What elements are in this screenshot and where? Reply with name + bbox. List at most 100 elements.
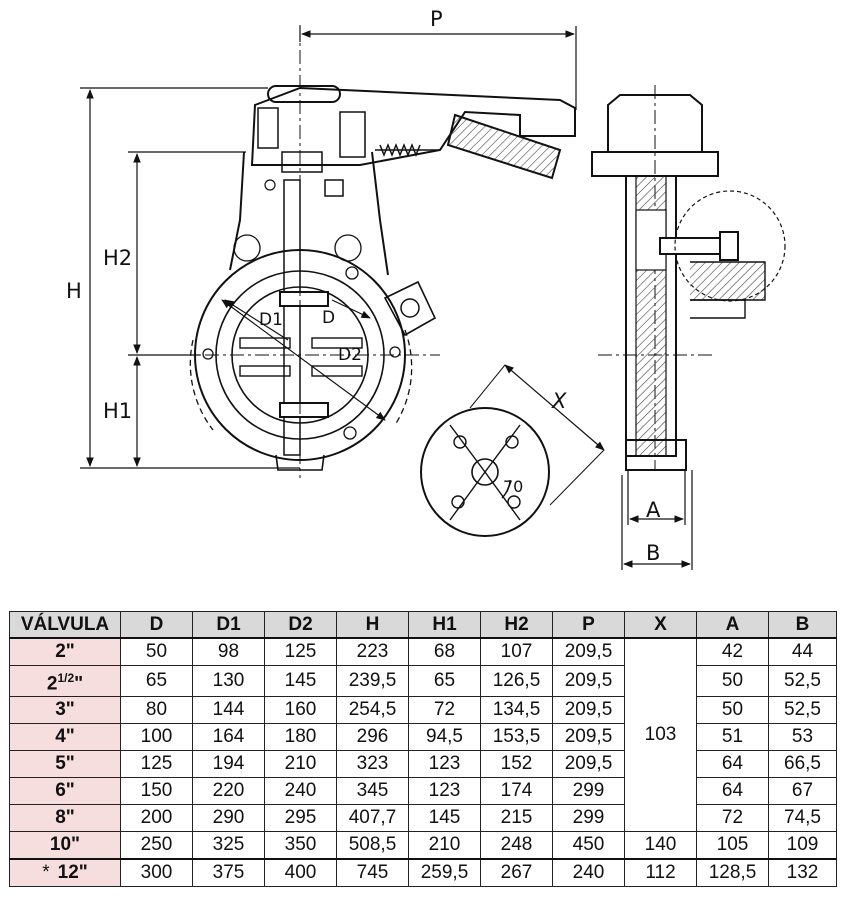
cell-p: 209,5 xyxy=(552,750,625,779)
handle-cap xyxy=(267,85,341,103)
label-x: X xyxy=(551,389,567,413)
cell-h1: 94,5 xyxy=(408,723,481,752)
header-valvula: VÁLVULA xyxy=(9,611,121,639)
cell-d1: 130 xyxy=(192,664,265,698)
cell-p: 209,5 xyxy=(552,664,625,698)
side-view xyxy=(591,94,786,570)
cell-d2: 180 xyxy=(264,723,337,752)
valve-neck xyxy=(229,151,389,276)
handle-lever xyxy=(446,113,562,180)
cell-h2: 153,5 xyxy=(480,723,553,752)
cell-x-merged: 103 xyxy=(624,637,697,833)
header-h2: H2 xyxy=(480,611,553,639)
header-h1: H1 xyxy=(408,611,481,639)
dimension-lines xyxy=(80,26,577,469)
table-row: 6" 150 220 240 345 123 174 299 64 67 xyxy=(9,777,837,806)
cell-h1: 210 xyxy=(408,831,481,861)
valve-main: 2 xyxy=(46,673,58,695)
cell-p: 240 xyxy=(552,858,625,888)
cell-d: 150 xyxy=(120,777,193,806)
cell-d2: 160 xyxy=(264,696,337,725)
cell-b: 53 xyxy=(768,723,837,752)
cell-p: 209,5 xyxy=(552,723,625,752)
cell-d2: 350 xyxy=(264,831,337,861)
cell-x: 112 xyxy=(624,858,697,888)
cell-d2: 240 xyxy=(264,777,337,806)
cell-b: 109 xyxy=(768,831,837,861)
cell-h: 223 xyxy=(336,637,409,666)
cell-a: 51 xyxy=(696,723,769,752)
table-row: 21/2" 65 130 145 239,5 65 126,5 209,5 50… xyxy=(9,664,837,698)
cell-h: 323 xyxy=(336,750,409,779)
cell-valve: 3" xyxy=(9,696,121,725)
cell-valve: 21/2" xyxy=(9,664,121,698)
header-d2: D2 xyxy=(264,611,337,639)
cell-b: 52,5 xyxy=(768,696,837,725)
header-d1: D1 xyxy=(192,611,265,639)
cell-a: 42 xyxy=(696,637,769,666)
cell-p: 299 xyxy=(552,804,625,833)
cell-a: 64 xyxy=(696,750,769,779)
table-row: 2" 50 98 125 223 68 107 209,5 103 42 44 xyxy=(9,637,837,833)
table-row: 3" 80 144 160 254,5 72 134,5 209,5 50 52… xyxy=(9,696,837,725)
table-row: 5" 125 194 210 323 123 152 209,5 64 66,5 xyxy=(9,750,837,779)
cell-d2: 210 xyxy=(264,750,337,779)
cell-h1: 123 xyxy=(408,750,481,779)
label-h: H xyxy=(66,279,82,303)
cell-h: 508,5 xyxy=(336,831,409,861)
cell-b: 132 xyxy=(768,858,837,888)
cell-d2: 400 xyxy=(264,858,337,888)
cell-d1: 220 xyxy=(192,777,265,806)
cell-h1: 72 xyxy=(408,696,481,725)
header-b: B xyxy=(768,611,837,639)
cell-valve: 6" xyxy=(9,777,121,806)
cell-p: 450 xyxy=(552,831,625,861)
footnote-star: * xyxy=(42,862,50,884)
cell-d2: 125 xyxy=(264,637,337,666)
cell-valve: 5" xyxy=(9,750,121,779)
table-header-row: VÁLVULA D D1 D2 H H1 H2 P X A B xyxy=(9,611,837,639)
cell-h2: 174 xyxy=(480,777,553,806)
cell-d: 50 xyxy=(120,637,193,666)
cell-d: 65 xyxy=(120,664,193,698)
cell-d: 300 xyxy=(120,858,193,888)
cell-h2: 107 xyxy=(480,637,553,666)
cell-valve: 4" xyxy=(9,723,121,752)
front-view xyxy=(189,85,576,471)
cell-b: 44 xyxy=(768,637,837,666)
label-d1: D1 xyxy=(259,310,283,330)
valve-quote: " xyxy=(74,673,84,695)
cell-h2: 126,5 xyxy=(480,664,553,698)
cell-d2: 295 xyxy=(264,804,337,833)
cell-d: 80 xyxy=(120,696,193,725)
table-row: 8" 200 290 295 407,7 145 215 299 72 74,5 xyxy=(9,804,837,833)
cell-x: 140 xyxy=(624,831,697,861)
header-a: A xyxy=(696,611,769,639)
cell-h1: 259,5 xyxy=(408,858,481,888)
label-d: D xyxy=(322,308,335,328)
cell-h1: 65 xyxy=(408,664,481,698)
valve-size: 12" xyxy=(57,862,88,884)
cell-h: 239,5 xyxy=(336,664,409,698)
table-row: 4" 100 164 180 296 94,5 153,5 209,5 51 5… xyxy=(9,723,837,752)
cell-d1: 144 xyxy=(192,696,265,725)
cell-b: 52,5 xyxy=(768,664,837,698)
label-d2: D2 xyxy=(338,345,362,365)
label-b: B xyxy=(646,541,660,565)
valve-technical-drawing: P H H2 H1 D1 D D2 X 70 A B xyxy=(66,7,786,570)
cell-p: 209,5 xyxy=(552,696,625,725)
detail-flange xyxy=(420,407,550,537)
table-row: 10" 250 325 350 508,5 210 248 450 140 10… xyxy=(9,831,837,861)
cell-h: 345 xyxy=(336,777,409,806)
detail-view xyxy=(420,364,605,537)
header-h: H xyxy=(336,611,409,639)
cell-a: 50 xyxy=(696,696,769,725)
header-p: P xyxy=(552,611,625,639)
cell-valve: * 12" xyxy=(9,858,121,888)
cell-h: 745 xyxy=(336,858,409,888)
label-p: P xyxy=(430,7,443,31)
label-h2: H2 xyxy=(103,246,132,270)
cell-p: 209,5 xyxy=(552,637,625,666)
cell-a: 64 xyxy=(696,777,769,806)
cell-valve: 10" xyxy=(9,831,121,861)
